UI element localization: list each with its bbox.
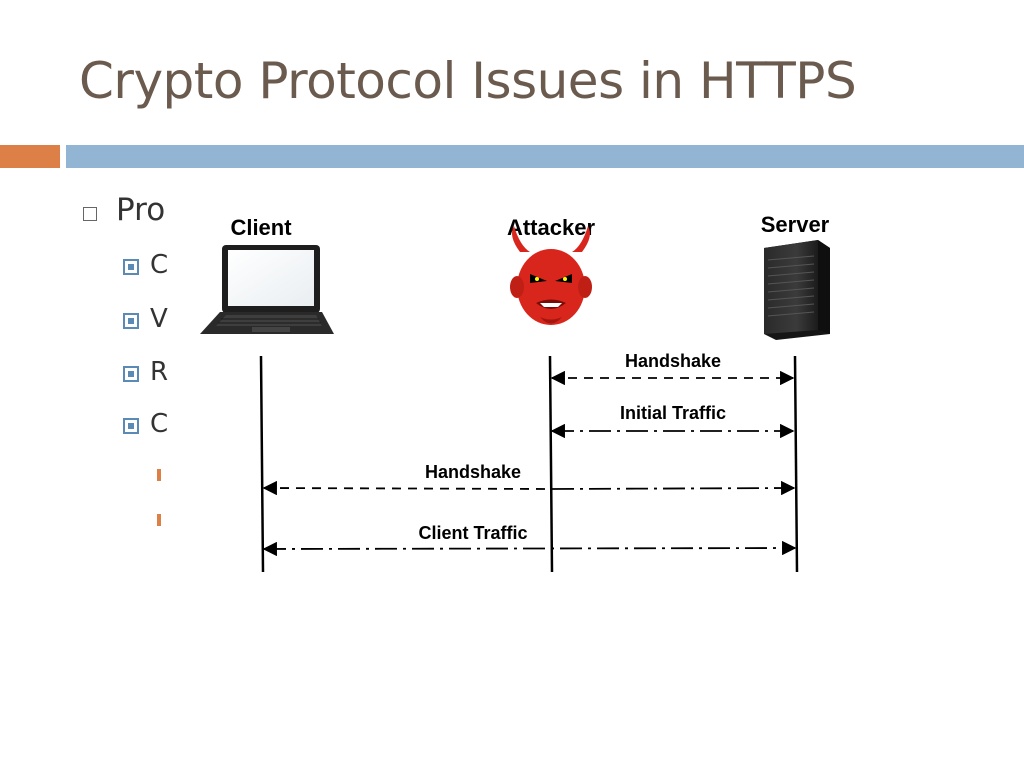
bullet-marker-level2: [123, 259, 139, 275]
lifeline-attacker: [548, 355, 554, 573]
bullet-marker-level1: [83, 207, 97, 221]
message-label: Client Traffic: [418, 523, 527, 543]
message-label: Handshake: [425, 462, 521, 482]
entity-label-client: Client: [230, 215, 292, 240]
slide-title: Crypto Protocol Issues in HTTPS: [79, 52, 857, 110]
entity-label-server: Server: [761, 212, 830, 237]
message-client-server-client-traffic: Client Traffic: [262, 523, 797, 557]
message-client-server-handshake: Handshake: [262, 462, 796, 496]
message-label: Initial Traffic: [620, 403, 726, 423]
lifeline-server: [793, 355, 799, 573]
bullet-marker-level3: [157, 469, 161, 481]
bullet-marker-level3: [157, 514, 161, 526]
message-attacker-server-handshake: Handshake: [550, 351, 795, 386]
devil-icon: [510, 226, 592, 325]
laptop-icon: [200, 245, 334, 334]
message-attacker-server-initial-traffic: Initial Traffic: [550, 403, 795, 439]
title-accent-bar-orange: [0, 145, 60, 168]
bullet-marker-level2: [123, 313, 139, 329]
bullet-text-level2: C: [150, 409, 169, 439]
entity-label-attacker: Attacker: [507, 215, 595, 240]
server-tower-icon: [764, 240, 830, 340]
message-label: Handshake: [625, 351, 721, 371]
bullet-marker-level2: [123, 366, 139, 382]
lifeline-client: [259, 355, 265, 573]
bullet-text-level2: V: [150, 304, 168, 334]
bullet-text-level2: C: [150, 250, 169, 280]
title-accent-bar-blue: [66, 145, 1024, 168]
bullet-marker-level2: [123, 418, 139, 434]
bullet-text-level1: Pro: [116, 192, 166, 228]
bullet-text-level2: R: [150, 357, 169, 387]
